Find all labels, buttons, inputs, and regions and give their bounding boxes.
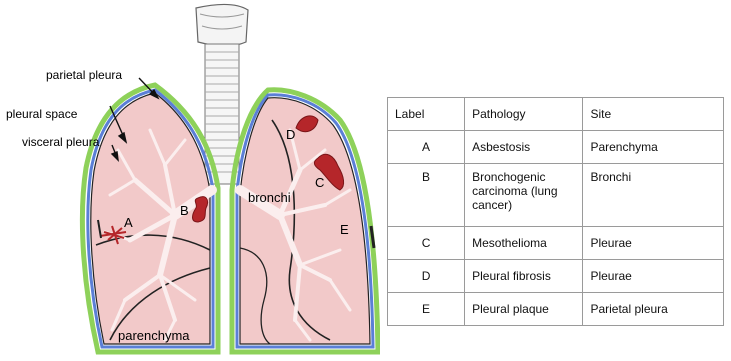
label-pleural-space: pleural space [6, 107, 78, 121]
header-site: Site [583, 98, 724, 131]
left-lung [232, 90, 378, 352]
header-label: Label [388, 98, 465, 131]
right-lung [82, 85, 218, 352]
table-row: B Bronchogenic carcinoma (lung cancer) B… [388, 164, 724, 227]
label-visceral-pleura: visceral pleura [22, 135, 100, 149]
table-row: D Pleural fibrosis Pleurae [388, 260, 724, 293]
label-bronchi: bronchi [248, 190, 291, 205]
table-row: E Pleural plaque Parietal pleura [388, 293, 724, 326]
cell-label: E [388, 293, 465, 326]
cell-pathology: Asbestosis [465, 131, 583, 164]
table-row: A Asbestosis Parenchyma [388, 131, 724, 164]
label-parenchyma: parenchyma [118, 328, 190, 343]
cell-site: Parietal pleura [583, 293, 724, 326]
marker-e: E [340, 222, 349, 237]
cell-pathology: Pleural fibrosis [465, 260, 583, 293]
cell-label: C [388, 227, 465, 260]
cell-pathology: Mesothelioma [465, 227, 583, 260]
cell-site: Bronchi [583, 164, 724, 227]
table-row: C Mesothelioma Pleurae [388, 227, 724, 260]
cell-label: B [388, 164, 465, 227]
marker-a: A [124, 215, 133, 230]
marker-c: C [315, 175, 324, 190]
cell-pathology: Pleural plaque [465, 293, 583, 326]
cell-pathology: Bronchogenic carcinoma (lung cancer) [465, 164, 583, 227]
pathology-table: Label Pathology Site A Asbestosis Parenc… [387, 97, 724, 326]
cell-label: A [388, 131, 465, 164]
marker-b: B [180, 203, 189, 218]
table-header-row: Label Pathology Site [388, 98, 724, 131]
lung-diagram: parietal pleura pleural space visceral p… [0, 0, 380, 361]
cell-site: Parenchyma [583, 131, 724, 164]
header-pathology: Pathology [465, 98, 583, 131]
cell-site: Pleurae [583, 227, 724, 260]
label-parietal-pleura: parietal pleura [46, 68, 122, 82]
cell-label: D [388, 260, 465, 293]
marker-d: D [286, 127, 295, 142]
cell-site: Pleurae [583, 260, 724, 293]
